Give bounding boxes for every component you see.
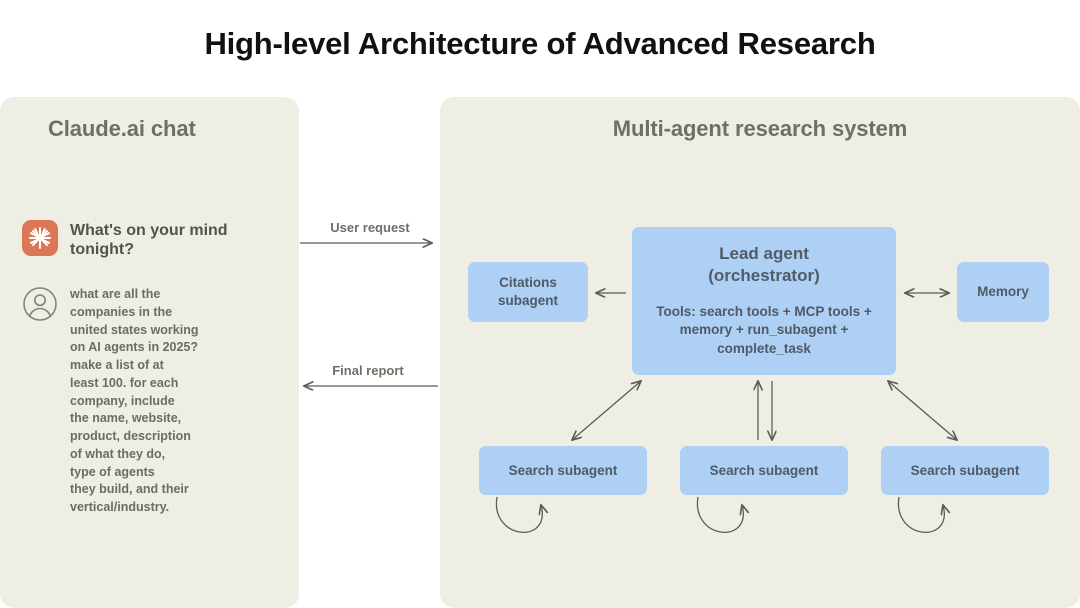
assistant-greeting-text: What's on your mind tonight? (70, 222, 228, 259)
claude-starburst-icon (22, 220, 58, 256)
claude-chat-panel-heading: Claude.ai chat (48, 116, 196, 141)
memory-label: Memory (977, 284, 1029, 300)
node-citations-subagent[interactable]: Citations subagent (468, 262, 588, 322)
node-lead-agent[interactable]: Lead agent (orchestrator) Tools: search … (632, 227, 896, 375)
user-message-row: what are all the companies in the united… (22, 286, 272, 517)
node-search-subagent-1[interactable]: Search subagent (479, 446, 647, 495)
node-search-subagent-3[interactable]: Search subagent (881, 446, 1049, 495)
search-subagent-label: Search subagent (508, 462, 618, 478)
claude-chat-panel: Claude.ai chat (0, 97, 299, 608)
page-title: High-level Architecture of Advanced Rese… (204, 26, 876, 61)
search-subagent-label: Search subagent (910, 462, 1020, 478)
search-subagent-label: Search subagent (709, 462, 819, 478)
multi-agent-system-heading: Multi-agent research system (612, 116, 908, 141)
user-message-text: what are all the companies in the united… (70, 287, 199, 514)
flow-label-final-report: Final report (332, 363, 404, 378)
lead-agent-title: Lead agent (orchestrator) (708, 244, 820, 286)
user-avatar-icon (22, 286, 58, 322)
citations-subagent-label: Citations subagent (497, 275, 558, 308)
lead-agent-tools: Tools: search tools + MCP tools + memory… (656, 303, 872, 357)
flow-label-user-request: User request (330, 220, 410, 235)
node-search-subagent-2[interactable]: Search subagent (680, 446, 848, 495)
assistant-greeting-row: What's on your mind tonight? (22, 220, 272, 259)
node-memory[interactable]: Memory (957, 262, 1049, 322)
